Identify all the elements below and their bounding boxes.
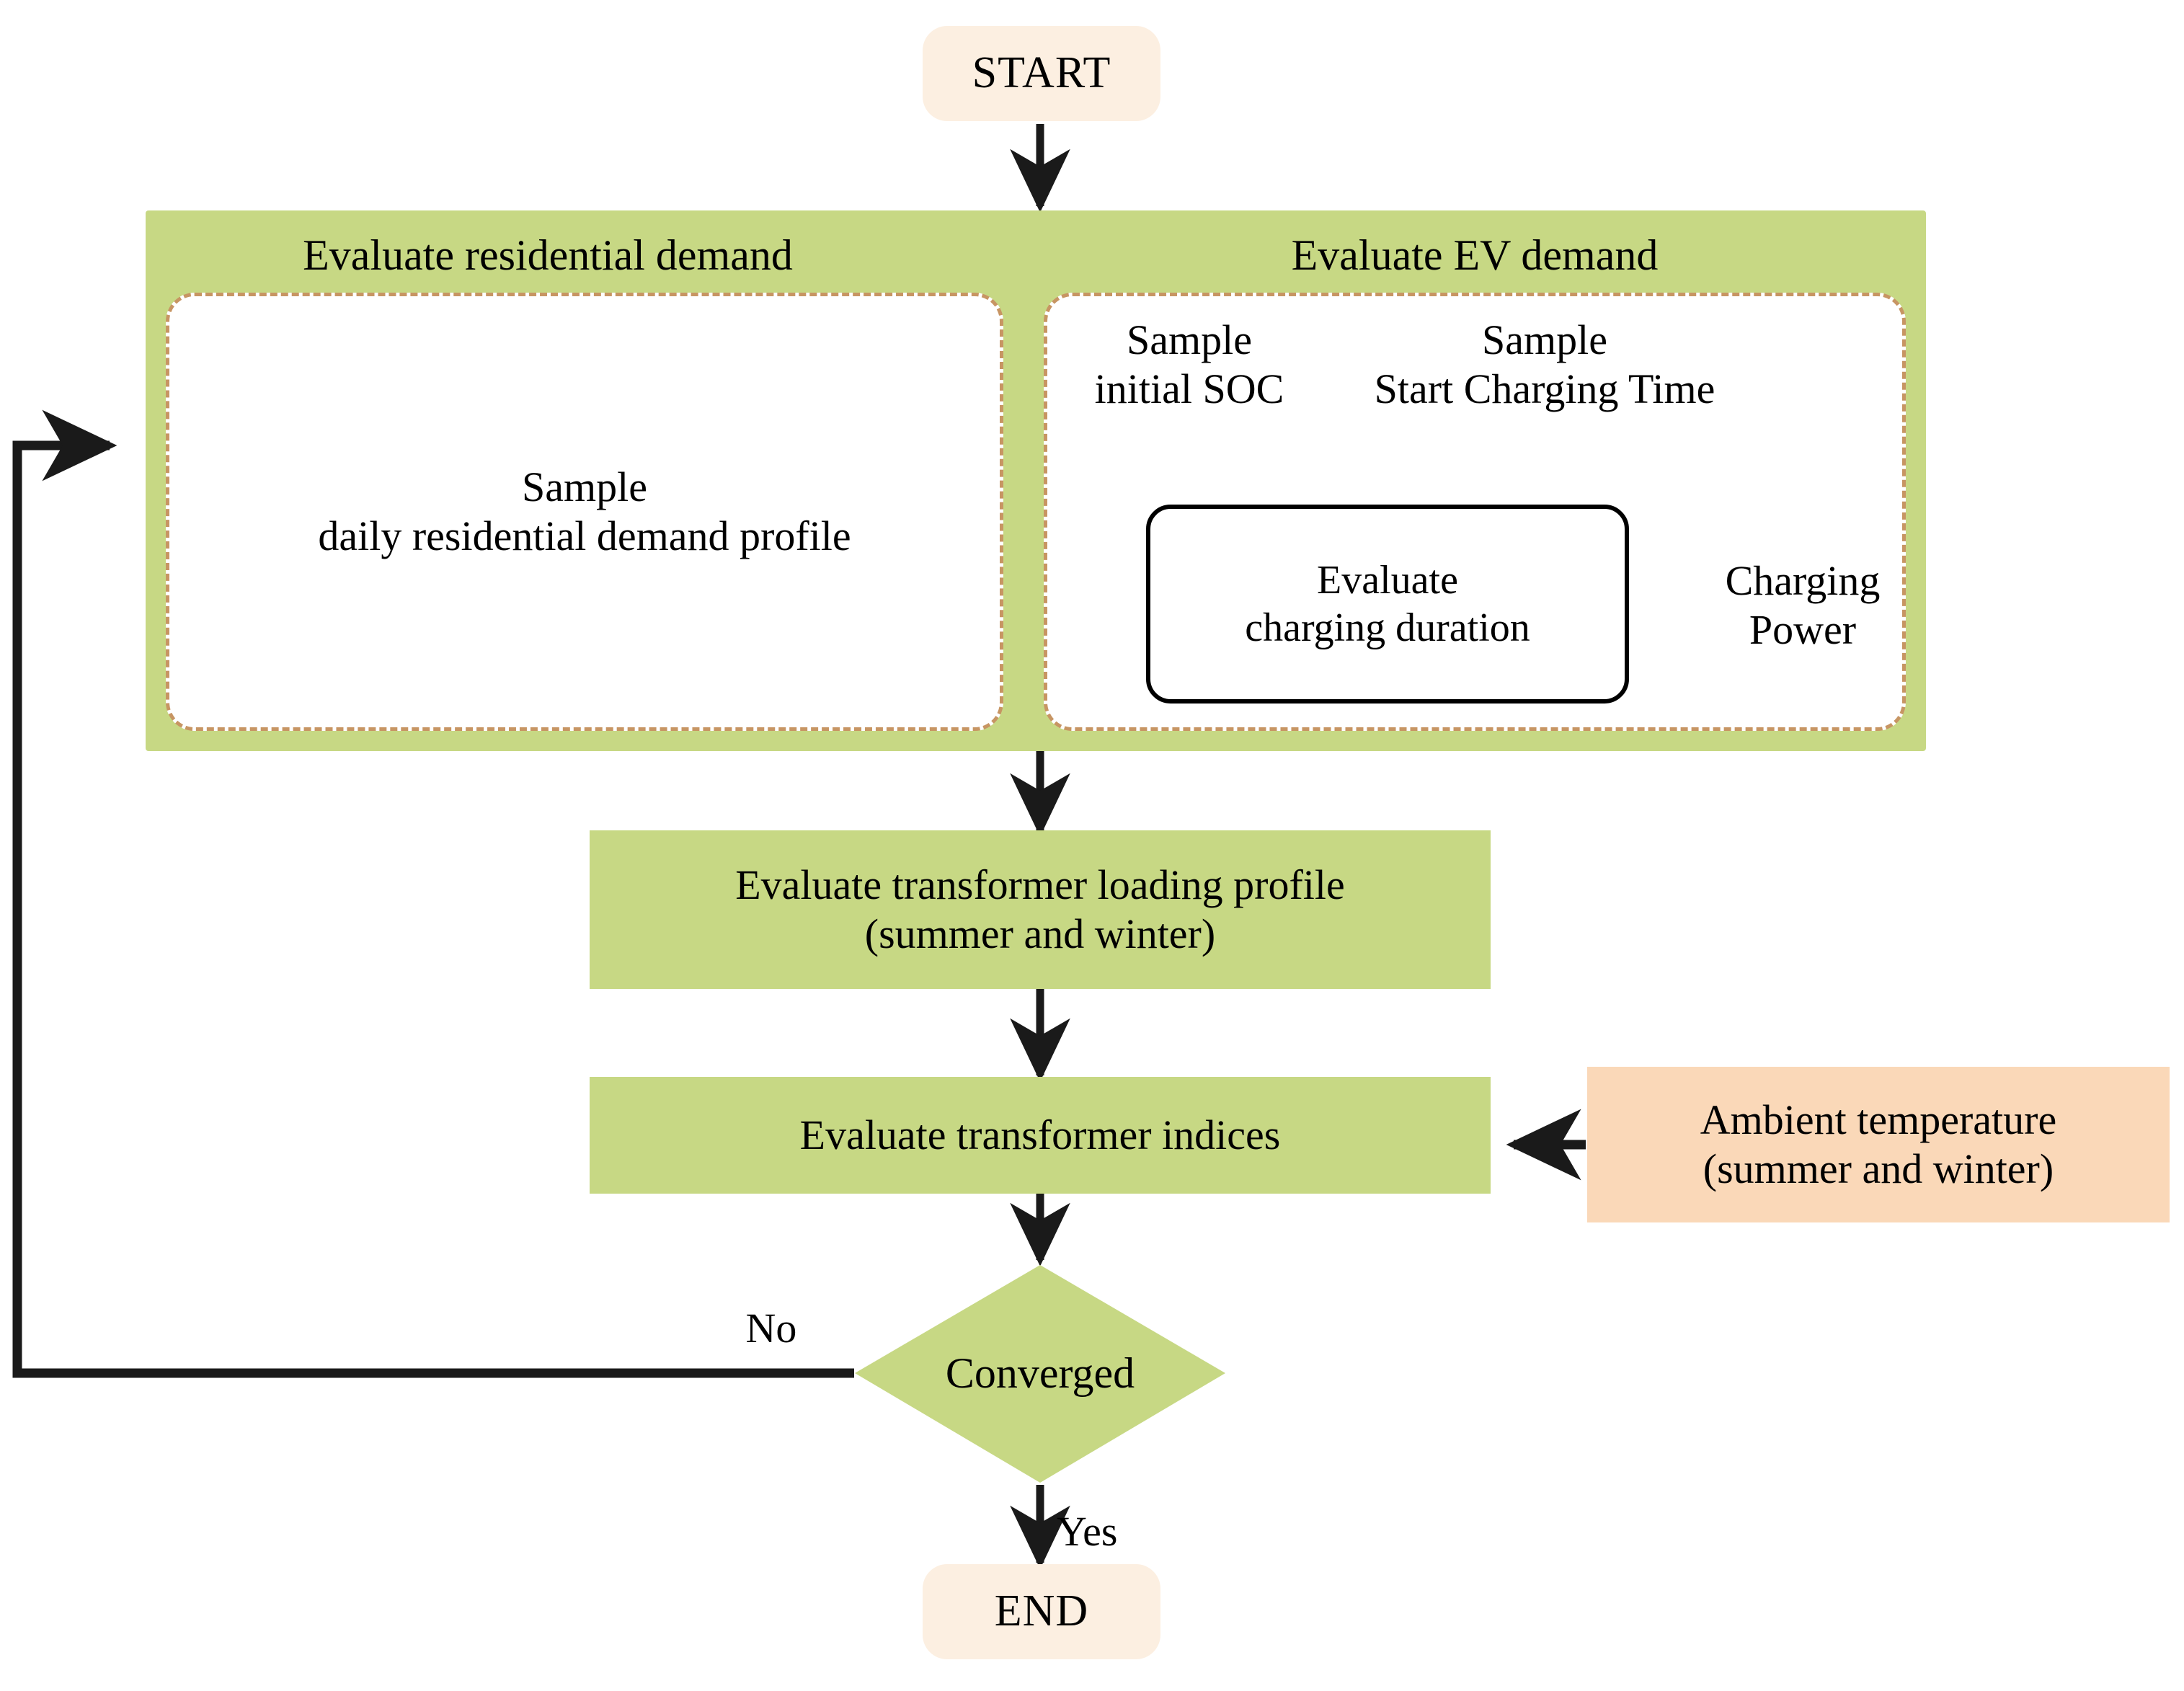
charging-power-label: Charging Power [1698,535,1907,676]
residential-demand-title-text: Evaluate residential demand [303,231,793,279]
sample-initial-soc-label: Sample initial SOC [1067,307,1312,422]
ev-demand-title-text: Evaluate EV demand [1291,231,1659,279]
start-terminal[interactable]: START [923,26,1160,121]
edge-label-no-text: No [745,1304,797,1352]
residential-demand-group-title: Evaluate residential demand [166,222,930,288]
edge-label-no: No [706,1297,836,1359]
feedback-loop-no [12,409,854,1378]
residential-sample-label: Sample daily residential demand profile [318,463,851,559]
transformer-indices-box[interactable]: Evaluate transformer indices [590,1077,1491,1194]
evaluate-charging-duration-box[interactable]: Evaluate charging duration [1146,505,1629,704]
transformer-indices-label: Evaluate transformer indices [799,1111,1281,1158]
end-terminal[interactable]: END [923,1564,1160,1659]
transformer-loading-profile-label: Evaluate transformer loading profile (su… [735,861,1345,957]
transformer-loading-profile-box[interactable]: Evaluate transformer loading profile (su… [590,830,1491,989]
evaluate-charging-duration-label: Evaluate charging duration [1245,557,1530,650]
start-terminal-label: START [972,48,1111,98]
converged-label: Converged [945,1349,1135,1397]
sample-start-charging-time-text: Sample Start Charging Time [1374,316,1715,412]
ev-demand-group-title: Evaluate EV demand [1044,222,1906,288]
edge-label-yes-text: Yes [1057,1507,1118,1555]
ambient-temperature-label: Ambient temperature (summer and winter) [1700,1096,2057,1192]
residential-demand-panel: Sample daily residential demand profile [166,293,1003,731]
converged-diamond[interactable] [855,1265,1225,1483]
sample-start-charging-time-label: Sample Start Charging Time [1332,307,1757,422]
edge-label-yes: Yes [1057,1501,1201,1563]
charging-power-text: Charging Power [1725,556,1881,653]
converged-label-wrap: Converged [855,1337,1225,1409]
ambient-temperature-box[interactable]: Ambient temperature (summer and winter) [1587,1067,2170,1222]
sample-initial-soc-text: Sample initial SOC [1094,316,1284,412]
end-terminal-label: END [994,1586,1089,1636]
